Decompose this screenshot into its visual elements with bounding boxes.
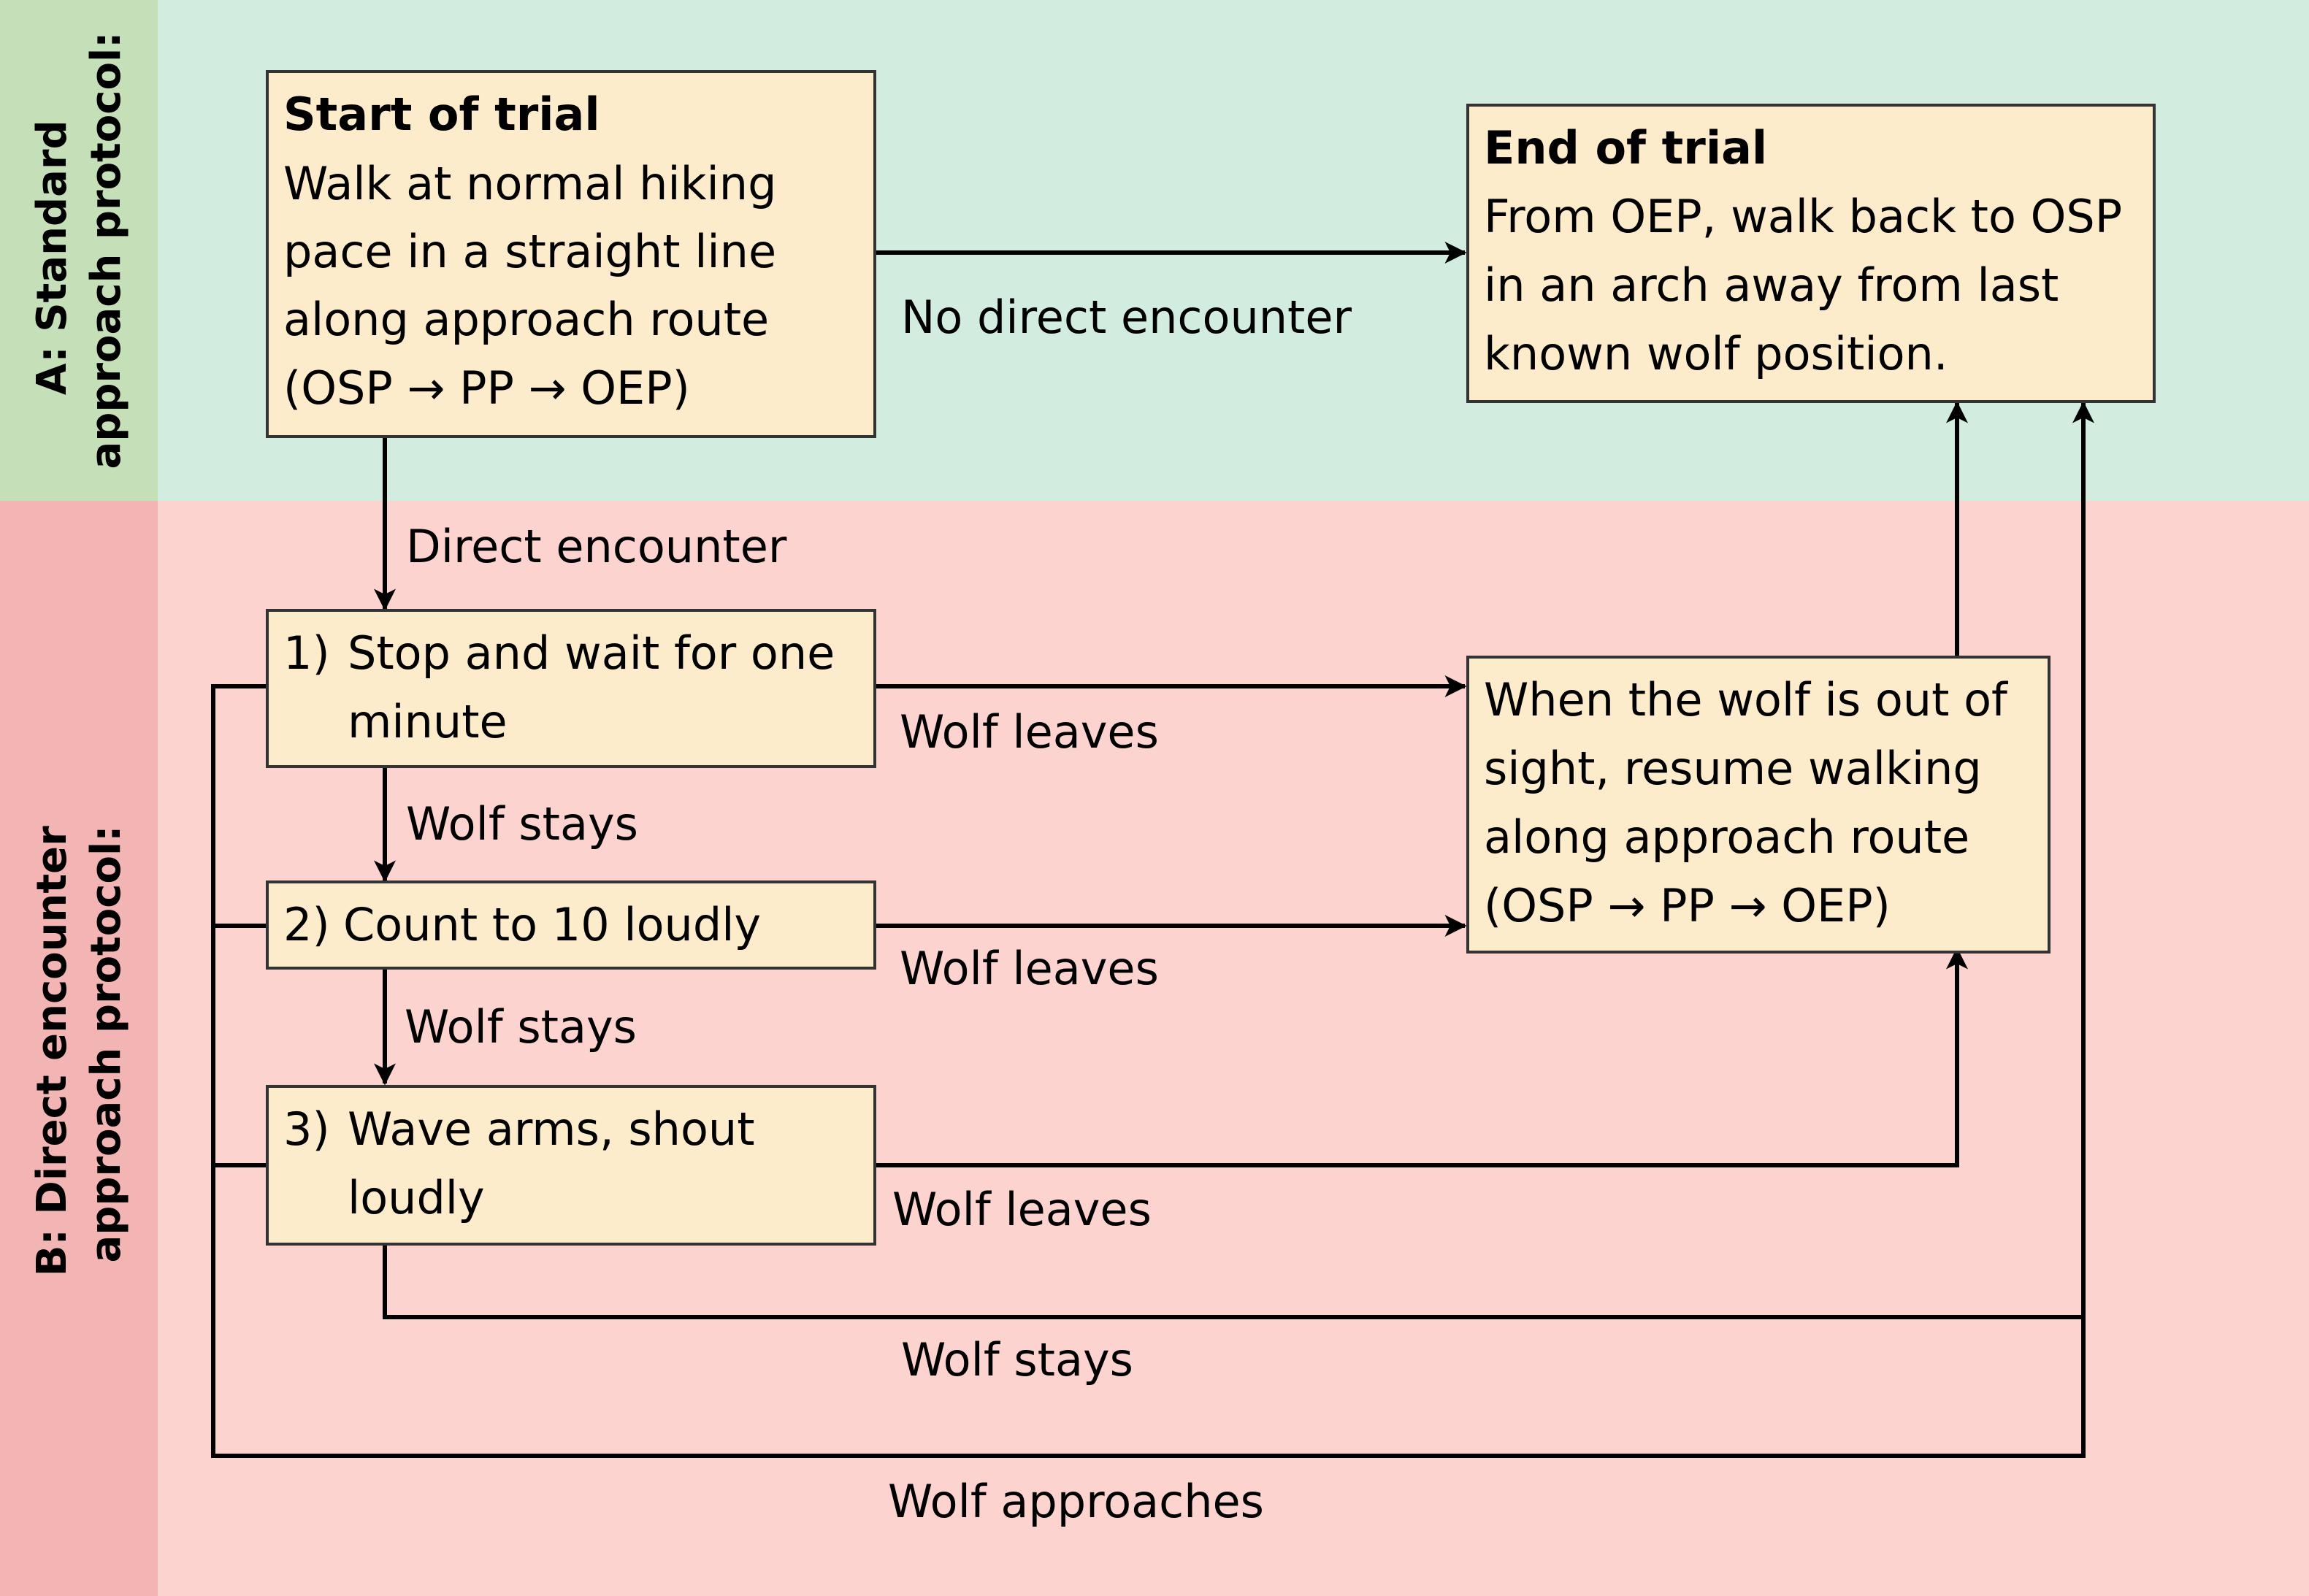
band-a-label-line2: approach protocol: xyxy=(83,31,130,469)
edge-wolf-approaches xyxy=(211,684,2086,1458)
end-title: End of trial xyxy=(1484,121,1767,174)
end-line-1: From OEP, walk back to OSP xyxy=(1484,190,2122,243)
step3-line-1: Wave arms, shout xyxy=(348,1102,755,1156)
step1-line-2: minute xyxy=(348,695,508,748)
start-line-3: along approach route xyxy=(283,293,769,346)
end-of-trial-box: End of trial From OEP, walk back to OSP … xyxy=(1466,104,2156,403)
band-a-label: A: Standard approach protocol: xyxy=(28,31,130,469)
band-a-label-strip xyxy=(0,0,158,501)
step1-number: 1) xyxy=(283,626,330,680)
svg-text:1) Stop and wait for one: 1) Stop and wait for one minute xyxy=(283,626,849,748)
svg-text:End of trial From OEP, w: End of trial From OEP, walk back to OSP … xyxy=(1484,121,2137,380)
svg-text:2) Count to 10 loudly: 2) Count to 10 loudly xyxy=(283,898,761,951)
band-b-label-line1: B: Direct encounter xyxy=(28,826,76,1276)
step2-box: 2) Count to 10 loudly xyxy=(266,881,876,970)
start-line-2: pace in a straight line xyxy=(283,225,776,278)
end-line-2: in an arch away from last xyxy=(1484,258,2059,312)
start-of-trial-box: Start of trial Walk at normal hiking pac… xyxy=(266,70,876,438)
label-wolf-approaches: Wolf approaches xyxy=(888,1475,1264,1528)
connectors xyxy=(211,242,2094,1458)
svg-text:Start of trial Walk at n: Start of trial Walk at normal hiking pac… xyxy=(283,88,791,415)
step3-line-2: loudly xyxy=(348,1171,485,1224)
edge-step3-leaves xyxy=(875,947,1968,1167)
svg-text:When the wolf is out of: When the wolf is out of sight, resume wa… xyxy=(1484,673,2022,932)
end-line-3: known wolf position. xyxy=(1484,327,1948,380)
resume-line-3: along approach route xyxy=(1484,810,1969,864)
step3-number: 3) xyxy=(283,1102,330,1156)
step1-line-1: Stop and wait for one xyxy=(348,626,835,680)
label-step1-leaves: Wolf leaves xyxy=(900,705,1159,759)
resume-line-1: When the wolf is out of xyxy=(1484,673,2009,726)
label-step2-leaves: Wolf leaves xyxy=(900,942,1159,995)
band-b-label: B: Direct encounter approach protocol: xyxy=(28,812,130,1276)
label-direct-encounter: Direct encounter xyxy=(406,520,787,573)
label-step2-stays: Wolf stays xyxy=(405,1000,637,1054)
start-line-4: (OSP → PP → OEP) xyxy=(283,361,690,415)
resume-line-2: sight, resume walking xyxy=(1484,742,1982,795)
label-no-direct-encounter: No direct encounter xyxy=(901,291,1352,344)
start-line-1: Walk at normal hiking xyxy=(283,157,776,210)
edge-step3-stays xyxy=(383,401,2094,1319)
svg-text:3) Wave arms, shout: 3) Wave arms, shout loudly xyxy=(283,1102,769,1224)
step1-box: 1) Stop and wait for one minute xyxy=(266,609,876,768)
band-b-label-strip xyxy=(0,501,158,1596)
step3-box: 3) Wave arms, shout loudly xyxy=(266,1085,876,1246)
step2-number: 2) xyxy=(283,898,330,951)
label-step3-leaves: Wolf leaves xyxy=(892,1183,1152,1236)
label-step1-stays: Wolf stays xyxy=(406,797,638,851)
resume-walking-box: When the wolf is out of sight, resume wa… xyxy=(1466,656,2050,954)
start-title: Start of trial xyxy=(283,88,600,141)
band-b-label-line2: approach protocol: xyxy=(83,825,130,1262)
label-step3-stays: Wolf stays xyxy=(901,1333,1133,1386)
band-a-label-line1: A: Standard xyxy=(28,120,76,395)
step2-line-1: Count to 10 loudly xyxy=(343,898,761,951)
resume-line-4: (OSP → PP → OEP) xyxy=(1484,879,1891,932)
